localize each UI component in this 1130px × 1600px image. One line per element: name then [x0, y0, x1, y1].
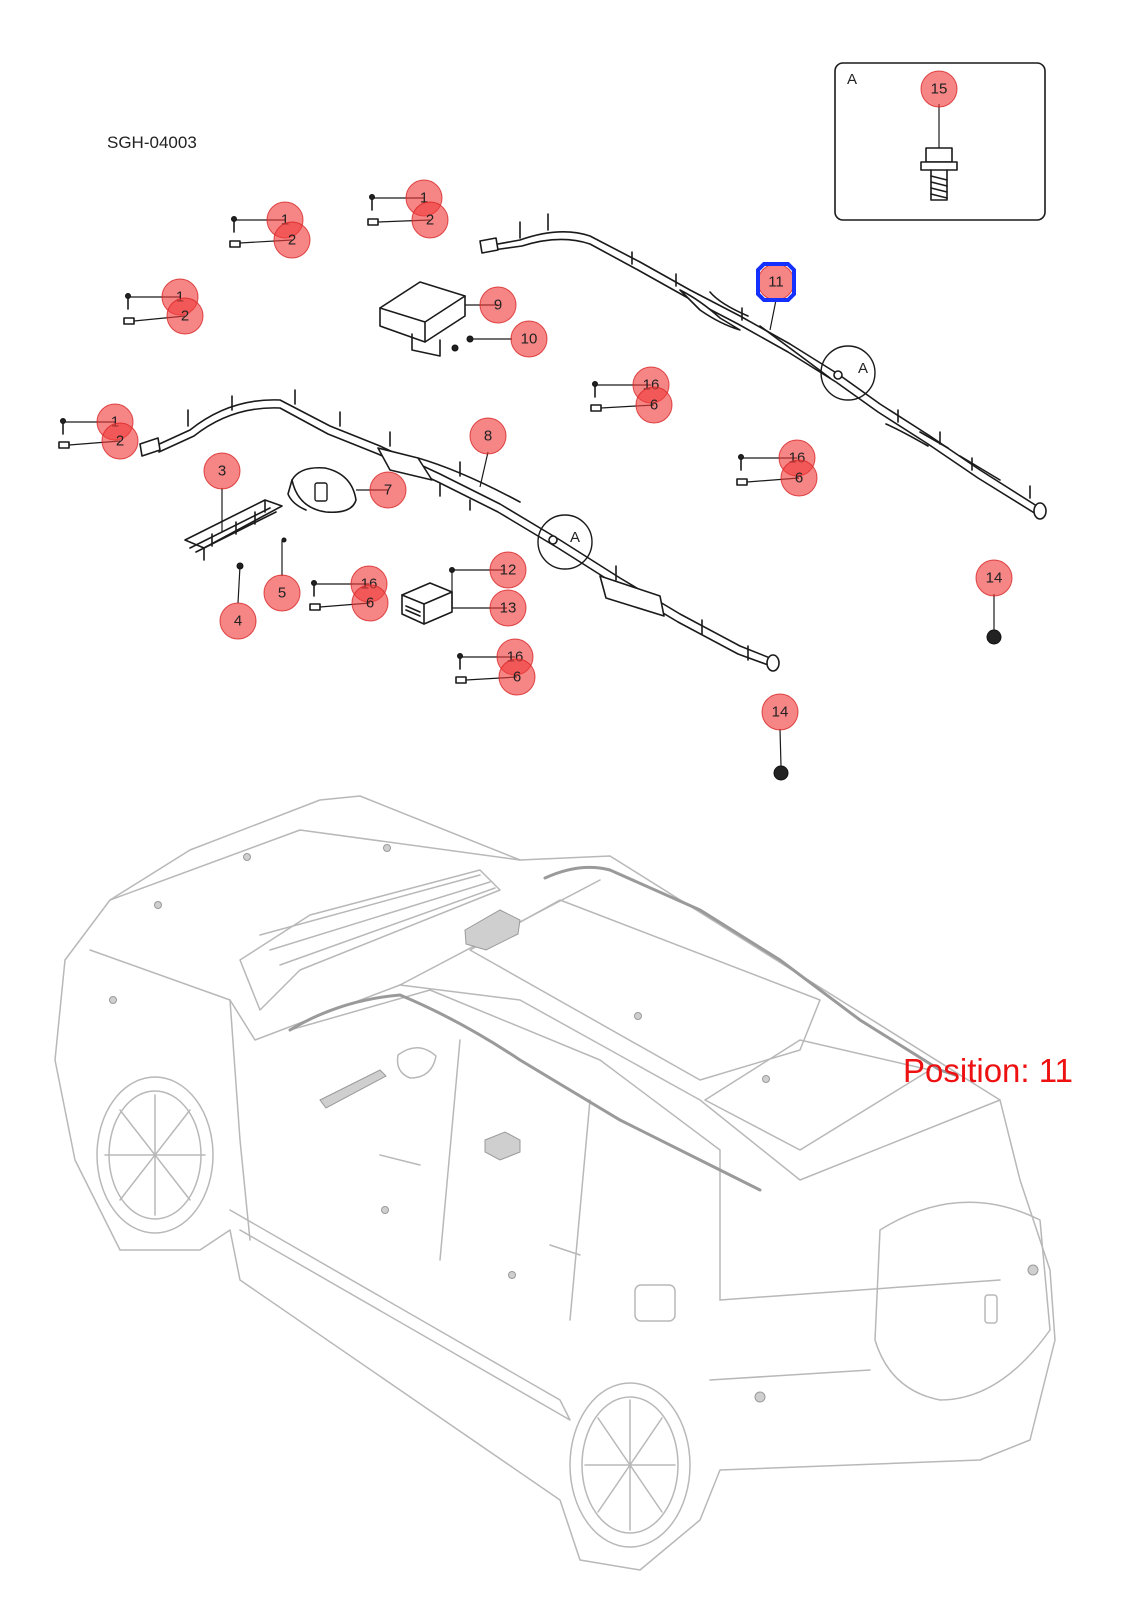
callout-14[interactable]: 14	[975, 559, 1013, 597]
callout-6[interactable]: 6	[635, 386, 673, 424]
clip-icon	[986, 629, 1002, 645]
callout-10[interactable]: 10	[510, 320, 548, 358]
curtain-airbag-front	[139, 389, 780, 672]
callout-14[interactable]: 14	[761, 693, 799, 731]
knee-airbag-bracket	[184, 499, 283, 561]
detail-view-a: A	[834, 62, 1046, 221]
callout-3[interactable]: 3	[203, 452, 241, 490]
callouts: 1 2 1 2 1 2 1 2 16 6 16 6 16 6 16 6 3 4 …	[96, 70, 1013, 731]
svg-text:6: 6	[366, 595, 374, 612]
screw-icon	[229, 216, 241, 248]
svg-text:2: 2	[426, 212, 434, 229]
svg-text:6: 6	[650, 397, 658, 414]
svg-text:4: 4	[234, 613, 242, 630]
vehicle-outline	[54, 795, 1056, 1571]
callout-13[interactable]: 13	[489, 589, 527, 627]
svg-text:3: 3	[218, 463, 226, 480]
svg-text:14: 14	[986, 570, 1003, 587]
callout-4[interactable]: 4	[219, 602, 257, 640]
svg-text:1: 1	[111, 414, 119, 431]
screw-icon	[590, 381, 602, 412]
callout-15[interactable]: 15	[920, 70, 958, 108]
bolt-15-drawing	[920, 147, 958, 201]
section-marker-rear: A	[820, 345, 876, 401]
svg-text:8: 8	[484, 428, 492, 445]
callout-2[interactable]: 2	[101, 422, 139, 460]
svg-text:1: 1	[420, 190, 428, 207]
callout-2[interactable]: 2	[166, 297, 204, 335]
diagram-code: SGH-04003	[107, 133, 197, 152]
callout-8[interactable]: 8	[469, 417, 507, 455]
curtain-airbag-rear	[479, 213, 1047, 520]
screw-icon	[309, 580, 321, 611]
svg-text:5: 5	[278, 585, 286, 602]
section-marker-label: A	[570, 529, 580, 546]
callout-6[interactable]: 6	[780, 459, 818, 497]
svg-text:11: 11	[768, 274, 784, 291]
screw-icon	[58, 418, 70, 449]
callout-5[interactable]: 5	[263, 574, 301, 612]
svg-text:2: 2	[288, 232, 296, 249]
position-label: Position: 11	[903, 1052, 1073, 1089]
callout-7[interactable]: 7	[369, 471, 407, 509]
svg-text:14: 14	[772, 704, 789, 721]
svg-text:1: 1	[281, 212, 289, 229]
svg-text:6: 6	[513, 669, 521, 686]
svg-text:10: 10	[521, 331, 538, 348]
airbag-control-module	[401, 582, 453, 625]
svg-text:2: 2	[116, 433, 124, 450]
callout-2[interactable]: 2	[411, 201, 449, 239]
callout-2[interactable]: 2	[273, 221, 311, 259]
section-marker-front: A	[537, 514, 593, 570]
detail-view-label: A	[847, 71, 857, 88]
airbag-module-passenger	[379, 281, 474, 357]
clip-icon	[773, 765, 789, 781]
screw-icon	[367, 194, 379, 226]
callout-12[interactable]: 12	[489, 551, 527, 589]
svg-text:6: 6	[795, 470, 803, 487]
svg-text:15: 15	[931, 81, 948, 98]
screw-icon	[123, 293, 135, 325]
svg-text:12: 12	[500, 562, 517, 579]
callout-11-selected[interactable]: 11	[756, 262, 796, 302]
callout-9[interactable]: 9	[479, 286, 517, 324]
callout-6[interactable]: 6	[351, 584, 389, 622]
svg-text:7: 7	[384, 482, 392, 499]
svg-text:2: 2	[181, 308, 189, 325]
screw-icon	[455, 653, 467, 684]
screw-icon	[736, 454, 748, 486]
callout-6[interactable]: 6	[498, 658, 536, 696]
svg-text:1: 1	[176, 289, 184, 306]
fasteners	[58, 194, 1002, 781]
svg-text:9: 9	[494, 297, 502, 314]
svg-text:13: 13	[500, 600, 517, 617]
section-marker-label: A	[858, 360, 868, 377]
driver-airbag	[287, 466, 357, 514]
